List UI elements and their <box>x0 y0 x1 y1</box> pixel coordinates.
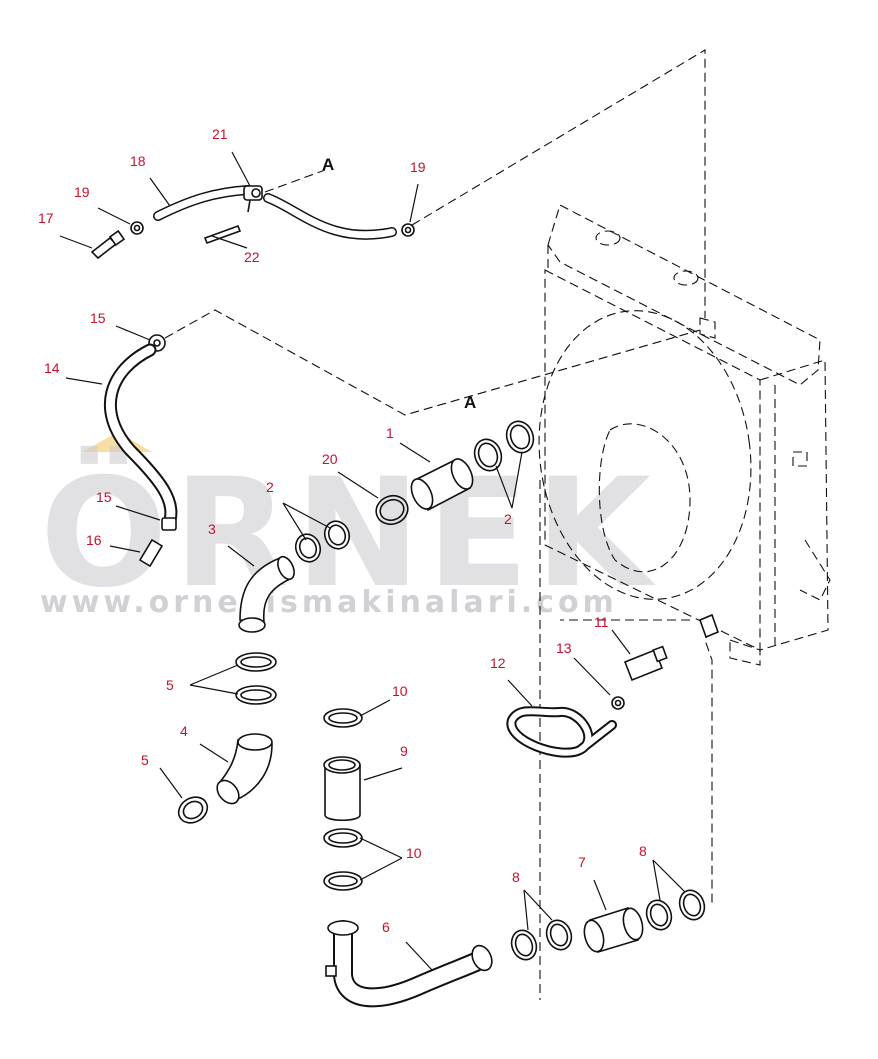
callout-8-right: 8 <box>639 843 647 859</box>
part-22-bolt <box>203 224 242 245</box>
callout-20: 20 <box>322 451 338 467</box>
callouts: 17 19 18 21 22 19 15 14 1 20 2 15 2 3 16… <box>38 126 647 935</box>
section-letter-a-top: A <box>322 155 334 174</box>
part-5-clamp-lower <box>177 796 209 824</box>
callout-15-lower: 15 <box>96 489 112 505</box>
callout-2-right: 2 <box>504 511 512 527</box>
part-11-drain-valve <box>623 613 720 682</box>
callout-22: 22 <box>244 249 260 265</box>
part-16-nipple <box>138 538 164 568</box>
callout-3: 3 <box>208 521 216 537</box>
leader-lines <box>59 151 686 971</box>
part-10-clamps-lower <box>323 828 363 891</box>
callout-18: 18 <box>130 153 146 169</box>
part-3-elbow-hose <box>238 555 295 633</box>
part-8-clamps-right <box>645 889 706 931</box>
part-19-nut-left <box>130 221 144 235</box>
part-8-clamps-left <box>510 919 573 961</box>
part-10-clamp-upper <box>323 708 363 728</box>
callout-4: 4 <box>180 723 188 739</box>
callout-8-left: 8 <box>512 869 520 885</box>
part-2-clamps-left <box>294 520 351 563</box>
part-18-hose <box>153 185 253 221</box>
part-13-nut <box>611 696 625 710</box>
part-6-pipe <box>325 920 493 1008</box>
part-1-hose-sleeve <box>410 458 474 512</box>
callout-9: 9 <box>400 743 408 759</box>
callout-17: 17 <box>38 210 54 226</box>
callout-14: 14 <box>44 360 60 376</box>
callout-7: 7 <box>578 854 586 870</box>
callout-10-upper: 10 <box>392 683 408 699</box>
callout-1: 1 <box>386 425 394 441</box>
radiator-assembly <box>538 204 831 666</box>
part-21-tee-fitting <box>243 185 263 213</box>
callout-19-right: 19 <box>410 159 426 175</box>
part-15-fitting-lower <box>161 517 177 531</box>
callout-16: 16 <box>86 532 102 548</box>
part-7-sleeve <box>583 906 644 954</box>
callout-10-lower: 10 <box>406 845 422 861</box>
watermark-url: www.ornekismakinalari.com <box>40 585 618 620</box>
callout-6: 6 <box>382 919 390 935</box>
callout-5-lower: 5 <box>141 752 149 768</box>
callout-2-left: 2 <box>266 479 274 495</box>
part-hose-upper-right <box>263 193 397 240</box>
part-20-clamp <box>375 494 409 526</box>
callout-5-upper: 5 <box>166 677 174 693</box>
callout-15-top: 15 <box>90 310 106 326</box>
callout-19-left: 19 <box>74 184 90 200</box>
callout-13: 13 <box>556 640 572 656</box>
routing-lines <box>164 49 713 1000</box>
part-17-bolt <box>90 229 126 260</box>
part-5-clamps-upper <box>235 652 277 705</box>
part-12-drain-hose <box>506 706 617 758</box>
callout-11: 11 <box>594 614 609 630</box>
part-2-clamps-right <box>473 420 535 472</box>
part-19-nut-right <box>401 223 415 237</box>
part-14-hose <box>103 343 178 527</box>
callout-12: 12 <box>490 655 506 671</box>
part-4-elbow <box>216 733 273 805</box>
callout-21: 21 <box>212 126 228 142</box>
part-9-sleeve <box>323 756 361 822</box>
section-letter-a-mid: A <box>464 393 476 412</box>
